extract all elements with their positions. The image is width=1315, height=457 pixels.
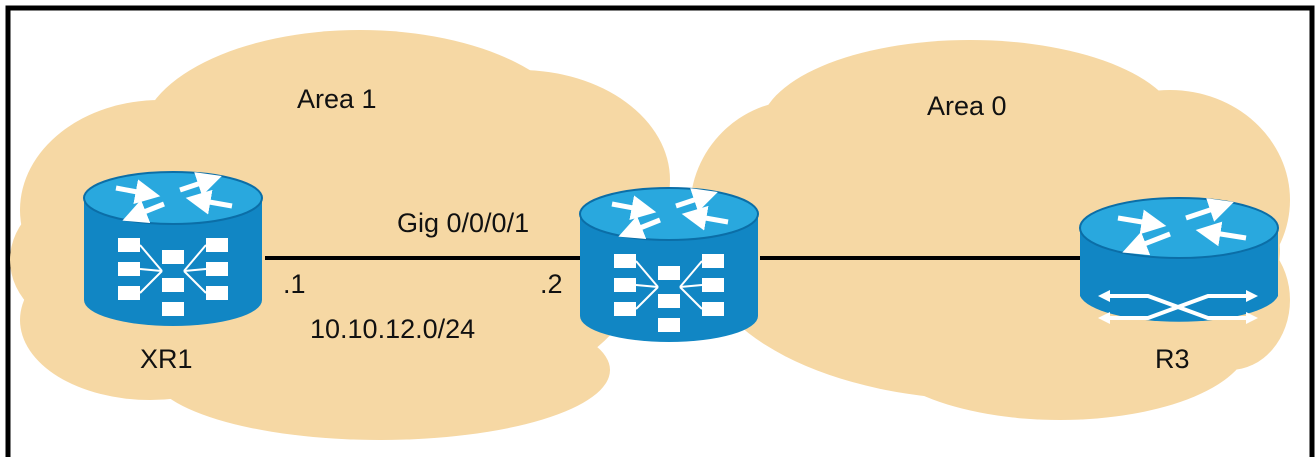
switching-router-icon (579, 187, 759, 342)
area-1-label: Area 1 (297, 84, 377, 114)
interface-label: Gig 0/0/0/1 (397, 208, 529, 238)
router-xr1-label: XR1 (140, 344, 193, 374)
router-r3[interactable] (1079, 197, 1279, 324)
router-r2[interactable] (579, 187, 759, 342)
xr1-host-address: .1 (283, 269, 306, 299)
router-icon (1079, 197, 1279, 324)
router-xr1[interactable] (83, 171, 263, 326)
r2-host-address: .2 (540, 269, 563, 299)
area-0-label: Area 0 (927, 91, 1007, 121)
subnet-label: 10.10.12.0/24 (310, 314, 475, 344)
switching-router-icon (83, 171, 263, 326)
router-r3-label: R3 (1155, 344, 1190, 374)
